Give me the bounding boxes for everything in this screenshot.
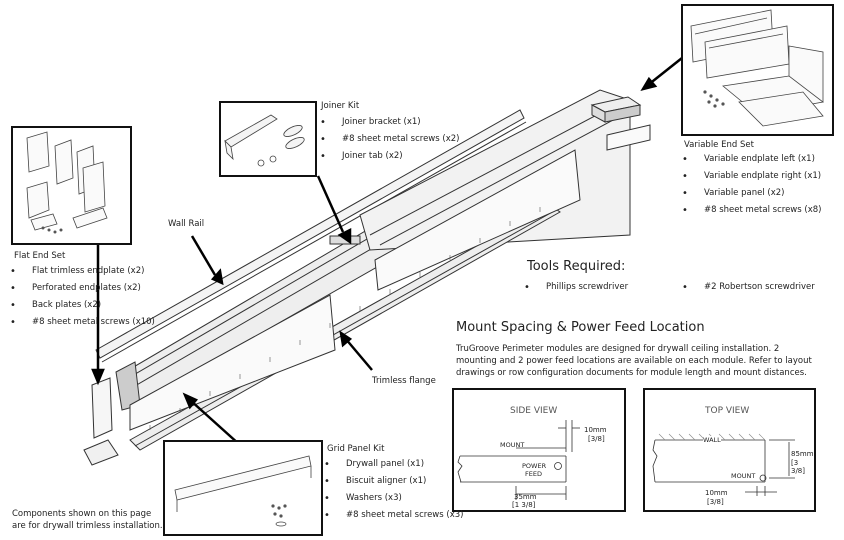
- top-dim-right: 85mm: [791, 450, 814, 458]
- list-item: #8 sheet metal screws (x2): [318, 131, 459, 148]
- top-wall-label: WALL: [703, 436, 721, 444]
- list-item: Perforated endplates (x2): [8, 280, 155, 297]
- list-item: Flat trimless endplate (x2): [8, 263, 155, 280]
- top-view-title: TOP VIEW: [705, 406, 750, 416]
- side-power-label: POWER: [522, 462, 547, 470]
- joiner-kit-list: Joiner bracket (x1) #8 sheet metal screw…: [318, 114, 459, 165]
- list-item: Variable endplate right (x1): [680, 168, 821, 185]
- list-item: Variable panel (x2): [680, 185, 821, 202]
- trimless-flange-part: [129, 149, 581, 451]
- top-dim-bottom-in: [3/8]: [707, 498, 724, 506]
- side-dim-bottom: 35mm: [514, 493, 537, 501]
- joiner-kit-illustration: [224, 114, 305, 167]
- list-item: #8 sheet metal screws (x10): [8, 314, 155, 331]
- grid-panel-kit-illustration: [174, 455, 312, 527]
- variable-end-parts: [590, 96, 651, 151]
- tools-list-left: Phillips screwdriver: [522, 279, 628, 296]
- mount-spacing-paragraph: TruGroove Perimeter modules are designed…: [456, 344, 812, 378]
- variable-end-set-illustration: [690, 9, 824, 127]
- list-item: Washers (x3): [322, 490, 463, 507]
- top-view-drawing: [652, 433, 795, 496]
- list-item: #2 Robertson screwdriver: [680, 279, 815, 296]
- flat-end-plates-part: [83, 377, 119, 466]
- side-feed-label: FEED: [525, 470, 542, 478]
- module-housing-part: [115, 89, 631, 411]
- tools-required-title: Tools Required:: [527, 259, 626, 274]
- footnote-line-2: are for drywall trimless installation.: [12, 521, 163, 531]
- grid-panel-kit-inset: [163, 440, 323, 536]
- side-view-title: SIDE VIEW: [510, 406, 558, 416]
- side-view-panel: SIDE VIEW 10mm [3/8] MOUNT POWER FEED 35…: [452, 388, 626, 512]
- side-dim-bottom-in: [1 3/8]: [512, 501, 536, 509]
- flat-end-set-title: Flat End Set: [14, 251, 66, 261]
- footnote-line-1: Components shown on this page: [12, 509, 152, 519]
- side-dim-top-in: [3/8]: [588, 435, 605, 443]
- variable-end-set-list: Variable endplate left (x1) Variable end…: [680, 151, 821, 219]
- grid-panel-kit-title: Grid Panel Kit: [327, 444, 385, 454]
- list-item: Variable endplate left (x1): [680, 151, 821, 168]
- footnote: Components shown on this page are for dr…: [12, 508, 163, 532]
- variable-end-set-inset: [681, 4, 834, 136]
- side-view-drawing: [457, 420, 580, 500]
- flat-end-set-list: Flat trimless endplate (x2) Perforated e…: [8, 263, 155, 331]
- list-item: Biscuit aligner (x1): [322, 473, 463, 490]
- joiner-kit-inset: [219, 101, 317, 177]
- top-mount-label: MOUNT: [731, 472, 756, 480]
- top-dim-bottom: 10mm: [705, 489, 728, 497]
- wall-rail-callout: Wall Rail: [168, 219, 205, 229]
- list-item: #8 sheet metal screws (x3): [322, 507, 463, 524]
- variable-end-set-title: Variable End Set: [684, 140, 754, 150]
- list-item: Phillips screwdriver: [522, 279, 628, 296]
- list-item: Back plates (x2): [8, 297, 155, 314]
- list-item: #8 sheet metal screws (x8): [680, 202, 821, 219]
- list-item: Joiner tab (x2): [318, 148, 459, 165]
- tools-list-right: #2 Robertson screwdriver: [680, 279, 815, 296]
- mount-spacing-title: Mount Spacing & Power Feed Location: [456, 320, 705, 335]
- list-item: Joiner bracket (x1): [318, 114, 459, 131]
- side-dim-top: 10mm: [584, 426, 607, 434]
- top-view-panel: TOP VIEW WALL MOUNT 85mm [3 3/8] 10mm [3…: [643, 388, 816, 512]
- top-dim-right-in: [3 3/8]: [791, 459, 805, 475]
- list-item: Drywall panel (x1): [322, 456, 463, 473]
- grid-panel-kit-list: Drywall panel (x1) Biscuit aligner (x1) …: [322, 456, 463, 524]
- flat-end-set-illustration: [26, 131, 108, 234]
- joiner-kit-title: Joiner Kit: [321, 101, 360, 111]
- side-mount-label: MOUNT: [500, 441, 525, 449]
- flat-end-set-inset: [11, 126, 132, 245]
- trimless-flange-callout: Trimless flange: [372, 376, 436, 386]
